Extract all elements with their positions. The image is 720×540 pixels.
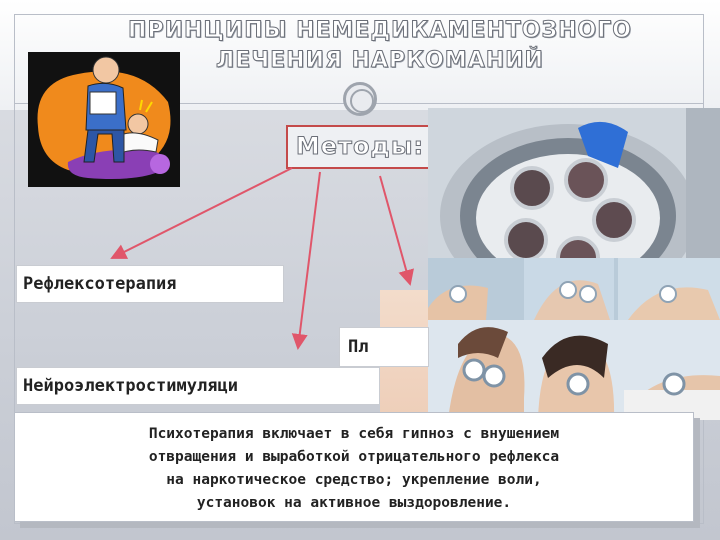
psychotherapy-textbox: Психотерапия включает в себя гипноз с вн… [14,412,694,522]
psychotherapy-line-3: на наркотическое средство; укрепление во… [166,472,542,488]
arrow-to-reflexotherapy [110,167,293,259]
electrotherapy-photos [428,258,720,420]
psychotherapy-clipart [28,52,180,187]
slide-title: ПРИНЦИПЫ НЕМЕДИКАМЕНТОЗНОГО ЛЕЧЕНИЯ НАРК… [80,16,680,76]
medical-photo-collage [428,108,720,420]
arrow-to-plasmapheresis [379,175,414,286]
plasmapheresis-box: Пл [339,327,429,367]
ring-ornament [343,82,377,116]
neurostimulation-box: Нейроэлектростимуляци [16,367,380,405]
psychotherapy-line-2: отвращения и выработкой отрицательного р… [148,449,560,465]
reflexotherapy-box: Рефлексотерапия [16,265,284,303]
methods-label: Методы: [286,125,434,169]
title-line-1: ПРИНЦИПЫ НЕМЕДИКАМЕНТОЗНОГО [128,18,632,44]
psychotherapy-line-4: установок на активное выздоровление. [196,495,512,511]
title-line-2: ЛЕЧЕНИЯ НАРКОМАНИЙ [216,48,544,74]
arrow-to-neurostimulation [291,171,321,350]
psychotherapy-line-1: Психотерапия включает в себя гипноз с вн… [148,426,560,442]
